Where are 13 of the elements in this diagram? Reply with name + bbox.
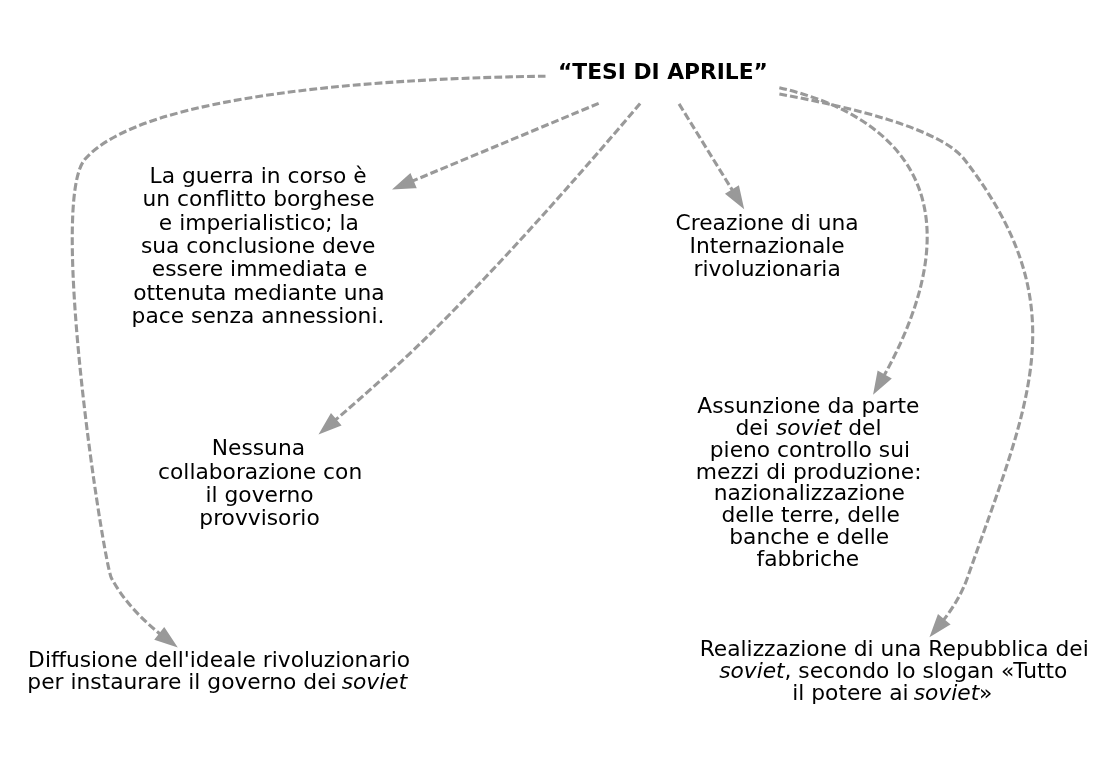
arrow	[779, 92, 1034, 637]
arrow	[778, 85, 929, 395]
node-text: Realizzazione di una Repubblica dei soviet, secondo lo slogan «Tutto il potere ai soviet»	[699, 635, 1089, 705]
node-text: “TESI DI APRILE”	[558, 58, 768, 84]
node-text: La guerra in corso è un conflitto borghese e imperialistico; la sua conclusione deve essere immediata e ottenuta mediante una pace senza annessioni.	[131, 162, 385, 328]
node-text: Nessuna collaborazione con il governo provvisorio	[158, 434, 363, 530]
node-text: Creazione di una Internazionale rivoluzionaria	[675, 209, 859, 281]
node-text: Diffusione dell'ideale rivoluzionario per instaurare il governo dei soviet	[27, 646, 411, 694]
arrow	[392, 101, 600, 190]
node-text: Assunzione da parte dei soviet del pieno controllo sui mezzi di produzione: nazionalizzazione delle terre, delle banche e delle fabbriche	[695, 392, 922, 571]
arrow	[318, 101, 642, 434]
arrow	[677, 102, 745, 209]
arrow	[70, 74, 546, 648]
